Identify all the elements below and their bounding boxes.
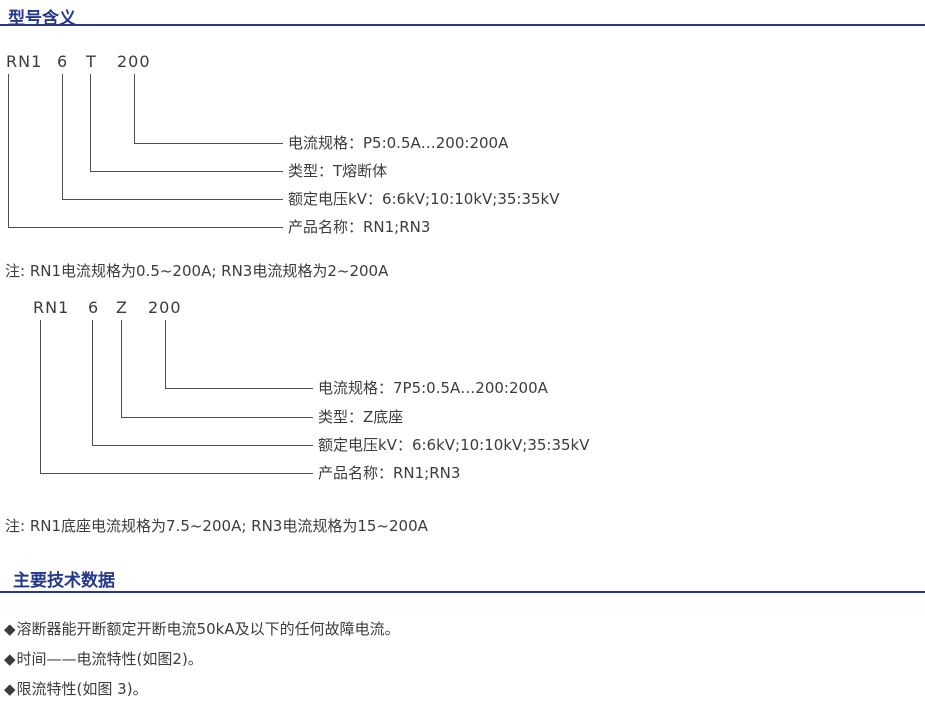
bullet-item: ◆溶断器能开断额定开断电流50kA及以下的任何故障电流。 bbox=[4, 618, 400, 639]
model-code-part: Z bbox=[116, 298, 128, 317]
model-code-part: 200 bbox=[148, 298, 182, 317]
diagram-label: 电流规格：7P5:0.5A…200:200A bbox=[318, 379, 548, 397]
diagram-connector-line bbox=[121, 320, 313, 418]
diagram-connector-line bbox=[165, 320, 313, 389]
title-rule bbox=[0, 591, 925, 593]
section-title-technical-data: 主要技术数据 bbox=[13, 571, 115, 591]
note-text: 注: RN1底座电流规格为7.5~200A; RN3电流规格为15~200A bbox=[5, 517, 428, 535]
bullet-item: ◆时间——电流特性(如图2)。 bbox=[4, 648, 203, 669]
bullet-item: ◆限流特性(如图 3)。 bbox=[4, 678, 148, 699]
diagram-label: 产品名称：RN1;RN3 bbox=[288, 218, 431, 236]
diamond-bullet-icon: ◆ bbox=[4, 680, 16, 698]
diagram-connector-line bbox=[92, 320, 313, 446]
diamond-bullet-icon: ◆ bbox=[4, 620, 16, 638]
diagram-connector-line bbox=[90, 74, 283, 172]
diagram-label: 类型：T熔断体 bbox=[288, 162, 388, 180]
diagram-label: 电流规格：P5:0.5A…200:200A bbox=[288, 134, 509, 152]
bullet-text: 溶断器能开断额定开断电流50kA及以下的任何故障电流。 bbox=[16, 620, 400, 638]
diamond-bullet-icon: ◆ bbox=[4, 650, 16, 668]
diagram-label: 产品名称：RN1;RN3 bbox=[318, 464, 461, 482]
model-code-part: 6 bbox=[57, 52, 69, 71]
model-code-part: 6 bbox=[88, 298, 100, 317]
model-code-part: 200 bbox=[117, 52, 151, 71]
diagram-connector-line bbox=[8, 74, 283, 228]
diagram-label: 额定电压kV：6:6kV;10:10kV;35:35kV bbox=[318, 436, 590, 454]
model-code-part: RN1 bbox=[6, 52, 43, 71]
diagram-connector-line bbox=[62, 74, 283, 200]
model-code-part: T bbox=[86, 52, 97, 71]
note-text: 注: RN1电流规格为0.5~200A; RN3电流规格为2~200A bbox=[5, 262, 389, 280]
diagram-connector-line bbox=[134, 74, 283, 144]
diagram-label: 类型：Z底座 bbox=[318, 408, 404, 426]
bullet-text: 时间——电流特性(如图2)。 bbox=[16, 650, 203, 668]
title-rule bbox=[0, 24, 925, 26]
model-code-part: RN1 bbox=[33, 298, 70, 317]
bullet-text: 限流特性(如图 3)。 bbox=[16, 680, 148, 698]
diagram-label: 额定电压kV：6:6kV;10:10kV;35:35kV bbox=[288, 190, 560, 208]
diagram-connector-line bbox=[40, 320, 313, 474]
